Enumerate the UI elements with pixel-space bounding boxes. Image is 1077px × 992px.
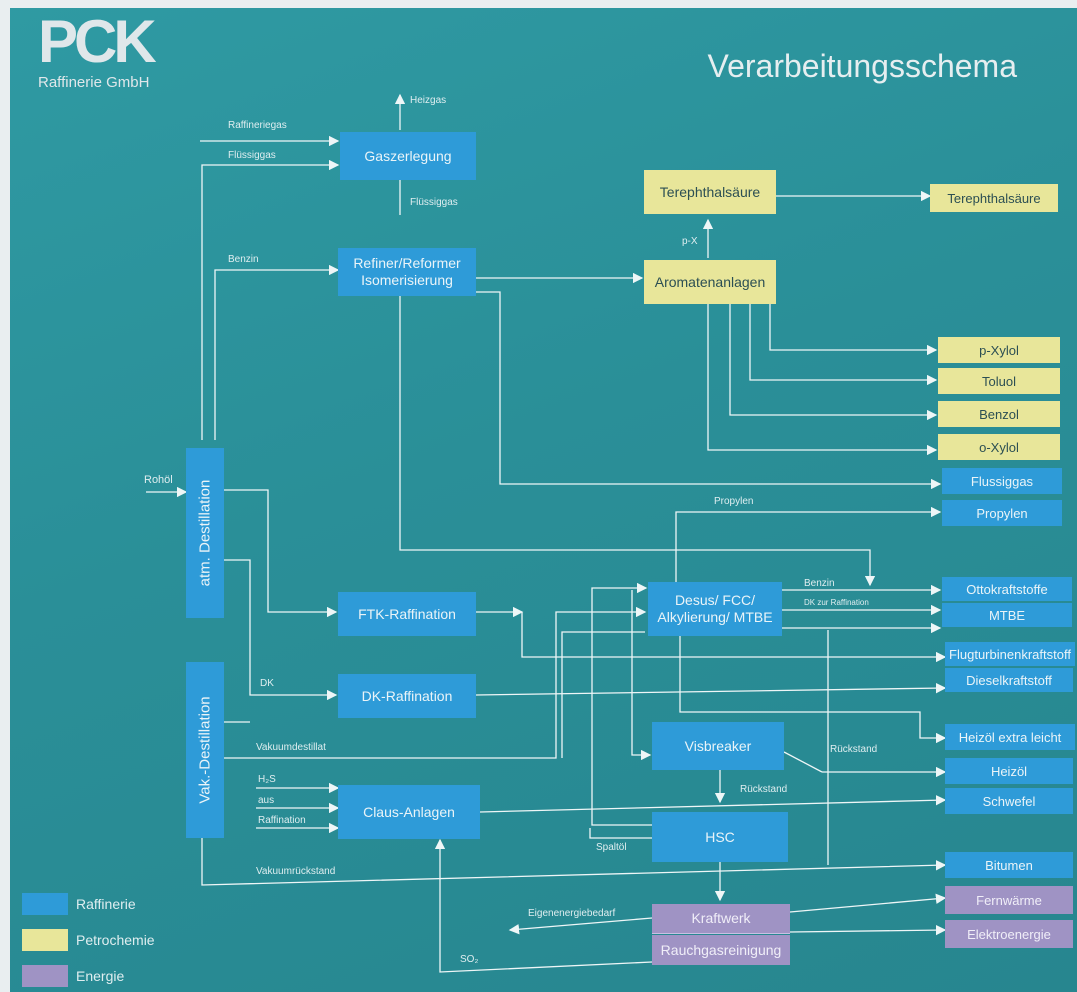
- label-vakuumdestillat: Vakuumdestillat: [256, 742, 326, 753]
- product-box: o-Xylol: [938, 434, 1060, 460]
- label-eigenenergiebedarf: Eigenenergiebedarf: [528, 908, 616, 919]
- label-benzin-in: Benzin: [228, 254, 259, 265]
- box-dk-raffination: DK-Raffination: [338, 674, 476, 718]
- product-box: p-Xylol: [938, 337, 1060, 363]
- label-vakuumruckstand: Vakuumrückstand: [256, 866, 336, 877]
- product-box: Flussiggas: [942, 468, 1062, 494]
- box-visbreaker: Visbreaker: [652, 722, 784, 770]
- legend-label: Energie: [76, 968, 125, 984]
- label-rohol: Rohöl: [144, 474, 173, 486]
- label-ruckstand-2: Rückstand: [740, 784, 788, 795]
- legend-swatch: [22, 893, 68, 915]
- product-box: Terephthalsäure: [930, 184, 1058, 212]
- product-box: Heizöl extra leicht: [945, 724, 1075, 750]
- label-raffination: Raffination: [258, 815, 306, 826]
- label-flussiggas-out: Flüssiggas: [410, 197, 458, 208]
- label-propylen: Propylen: [714, 496, 754, 507]
- label-so2: SO₂: [460, 954, 479, 965]
- product-box: Schwefel: [945, 788, 1073, 814]
- product-box: Heizöl: [945, 758, 1073, 784]
- box-hsc: HSC: [652, 812, 788, 862]
- product-box: MTBE: [942, 603, 1072, 627]
- label-dk: DK: [260, 678, 274, 689]
- box-refiner-reformer: Refiner/Reformer Isomerisierung: [338, 248, 476, 296]
- label-raffineriegas: Raffineriegas: [228, 120, 287, 131]
- box-atm-destillation: atm. Destillation: [186, 448, 224, 618]
- company-name: Raffinerie GmbH: [38, 74, 150, 91]
- page-title: Verarbeitungsschema: [707, 48, 1017, 84]
- product-box: Toluol: [938, 368, 1060, 394]
- label-flussiggas-in: Flüssiggas: [228, 150, 276, 161]
- box-kraftwerk: Kraftwerk: [652, 904, 790, 934]
- box-terephthalsaeure-process: Terephthalsäure: [644, 170, 776, 214]
- product-box: Benzol: [938, 401, 1060, 427]
- label-ruckstand-1: Rückstand: [830, 744, 878, 755]
- screen-left-border: [0, 0, 10, 992]
- box-desus-fcc: Desus/ FCC/ Alkylierung/ MTBE: [648, 582, 782, 636]
- product-box: Propylen: [942, 500, 1062, 526]
- box-vak-destillation: Vak.-Destillation: [186, 662, 224, 838]
- legend-swatch: [22, 929, 68, 951]
- product-box: Dieselkraftstoff: [945, 668, 1073, 692]
- box-aromatenanlagen: Aromatenanlagen: [644, 260, 776, 304]
- product-box: Ottokraftstoffe: [942, 577, 1072, 601]
- label-px: p-X: [682, 236, 698, 247]
- label-spaltol: Spaltöl: [596, 842, 627, 853]
- label-benzin-out: Benzin: [804, 578, 835, 589]
- label-h2s: H₂S: [258, 774, 276, 785]
- company-logo: PCK: [38, 8, 157, 75]
- product-box: Flugturbinenkraftstoff: [945, 642, 1075, 666]
- legend-label: Petrochemie: [76, 932, 155, 948]
- screen-top-border: [0, 0, 1077, 8]
- label-heizgas: Heizgas: [410, 95, 447, 106]
- product-box: Fernwärme: [945, 886, 1073, 914]
- legend-label: Raffinerie: [76, 896, 136, 912]
- box-gaszerlegung: Gaszerlegung: [340, 132, 476, 180]
- label-dk-zur-raffination: DK zur Raffination: [804, 598, 869, 607]
- box-ftk-raffination: FTK-Raffination: [338, 592, 476, 636]
- legend-swatch: [22, 965, 68, 987]
- box-claus-anlagen: Claus-Anlagen: [338, 785, 480, 839]
- product-box: Elektroenergie: [945, 920, 1073, 948]
- product-box: Bitumen: [945, 852, 1073, 878]
- label-aus: aus: [258, 795, 275, 806]
- box-rauchgasreinigung: Rauchgasreinigung: [652, 935, 790, 965]
